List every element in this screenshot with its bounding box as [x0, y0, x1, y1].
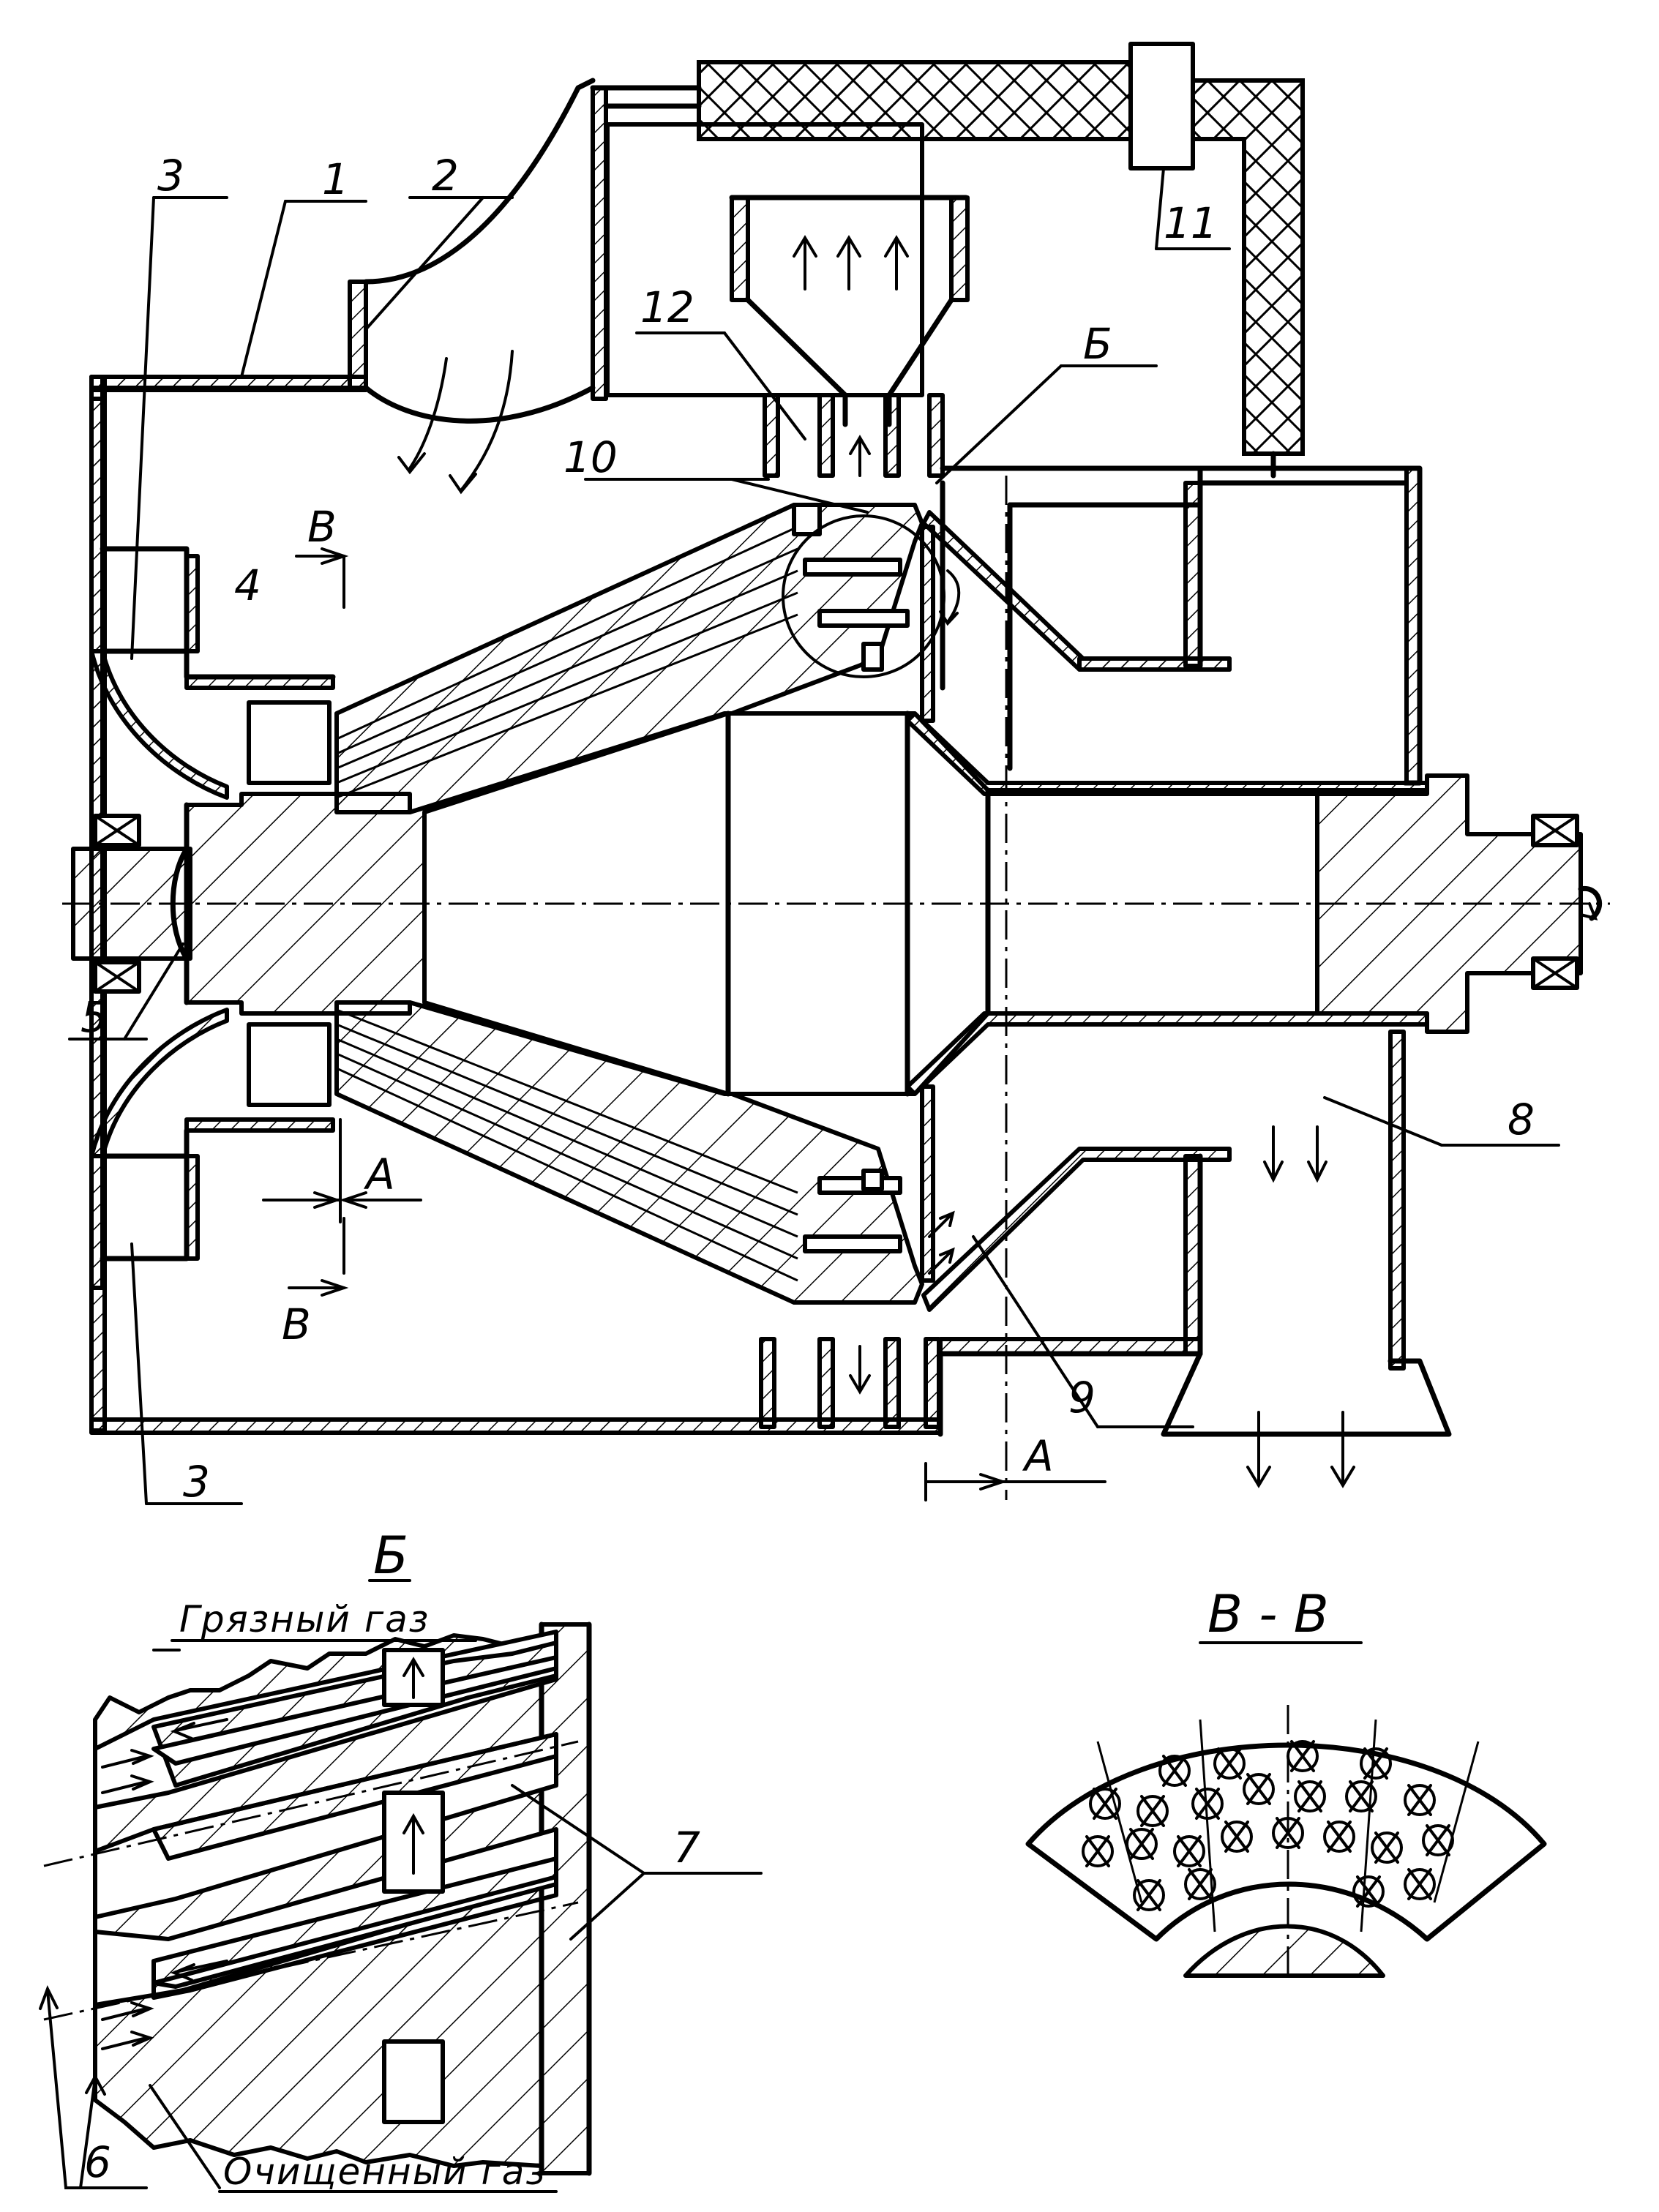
label-v-bottom: В: [282, 1300, 311, 1349]
detail-b-title: Б: [373, 1526, 408, 1586]
label-6: 6: [84, 2137, 111, 2187]
label-7: 7: [673, 1823, 700, 1872]
label-8: 8: [1508, 1095, 1535, 1144]
clean-gas-label: Очищенный газ: [223, 2151, 547, 2193]
tube-holes: [1083, 1720, 1478, 1932]
label-9: 9: [1068, 1373, 1096, 1422]
inlet-wall-right: [593, 88, 606, 399]
label-1: 1: [322, 154, 349, 204]
label-a-bottom: А: [1022, 1431, 1054, 1481]
section-vv: В - В: [1028, 1584, 1544, 1983]
filter-block-11: [1131, 44, 1193, 168]
inlet-curve: [366, 80, 593, 282]
sector-hub: [1186, 1927, 1383, 1976]
label-11: 11: [1164, 198, 1218, 248]
seal-4-lower: [249, 1024, 329, 1105]
detail-b: Б Грязный газ: [40, 1526, 761, 2193]
label-3-bottom: 3: [183, 1457, 210, 1507]
filter-11: [699, 62, 1131, 139]
main-assembly: 3 1 2 4 5 3 8 9 10 11 12 Б В В А А: [62, 44, 1610, 1507]
label-b-top: Б: [1083, 319, 1112, 369]
label-12: 12: [640, 282, 694, 332]
section-vv-title: В - В: [1207, 1584, 1329, 1644]
dirty-gas-label: Грязный газ: [179, 1598, 430, 1641]
label-4: 4: [234, 561, 261, 610]
label-5: 5: [80, 992, 108, 1042]
label-3-top: 3: [157, 151, 184, 200]
label-2: 2: [432, 151, 459, 200]
label-10: 10: [563, 432, 618, 482]
window-lower: [384, 2042, 443, 2122]
label-a-left: А: [363, 1150, 395, 1199]
seal-4-upper: [249, 702, 329, 783]
label-v-top: В: [307, 502, 337, 552]
